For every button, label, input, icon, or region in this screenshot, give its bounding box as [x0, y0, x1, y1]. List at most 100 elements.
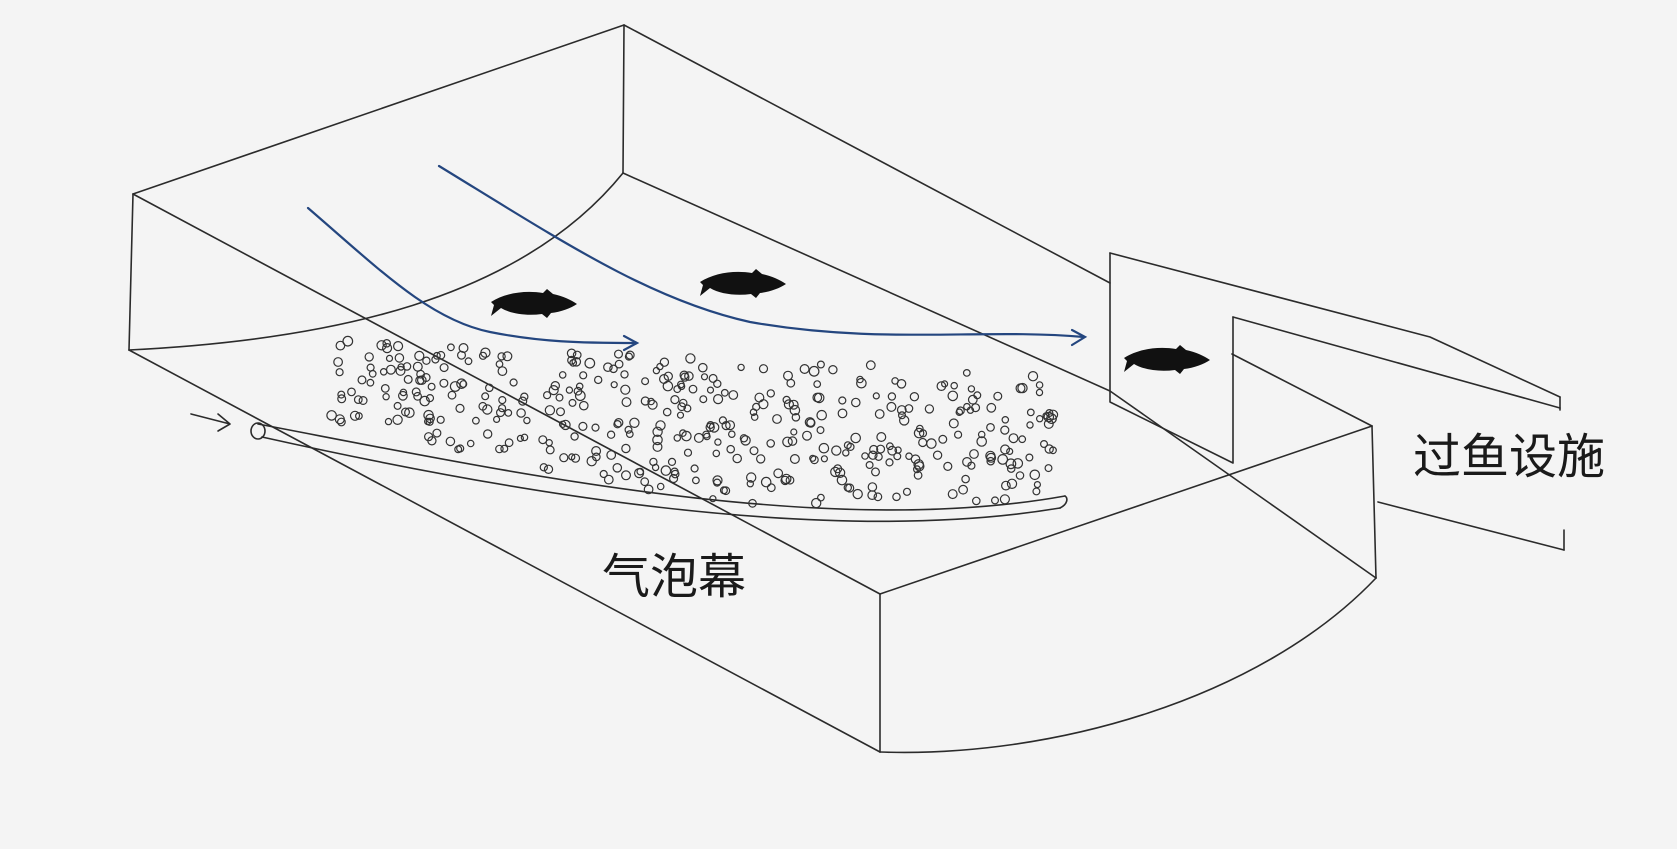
bubble: [353, 395, 363, 405]
air-pipe-upper: [257, 423, 1066, 511]
bubble: [647, 399, 658, 410]
bubble: [813, 380, 822, 389]
bubble: [560, 419, 571, 431]
fish-icon: [700, 269, 786, 298]
bubble: [558, 371, 567, 379]
bubble: [613, 349, 623, 359]
box-left-post: [128, 193, 134, 351]
bubble: [673, 434, 682, 442]
bubble: [816, 426, 825, 435]
bubble: [449, 381, 461, 392]
bubble: [679, 429, 687, 437]
bubble: [415, 375, 425, 385]
bubble: [904, 404, 914, 413]
bubble: [708, 373, 718, 383]
bubble: [431, 355, 440, 364]
bubble: [652, 441, 663, 452]
bubble: [1035, 415, 1044, 423]
bubble: [496, 408, 506, 418]
bubble: [445, 436, 456, 447]
bubble-curtain-label: 气泡幕: [602, 549, 747, 605]
bubble: [756, 454, 766, 464]
bubble: [656, 482, 665, 491]
bubble: [500, 444, 509, 453]
air-pipe-lower: [261, 436, 1061, 523]
bubble: [787, 436, 798, 446]
bubble: [621, 397, 632, 408]
bubble: [591, 423, 600, 432]
bubble: [478, 401, 488, 411]
bubble: [368, 369, 377, 378]
box-front-top-edge: [132, 193, 881, 595]
bubble: [606, 430, 616, 439]
bubble: [816, 360, 825, 369]
bubble: [728, 390, 739, 400]
bubble: [481, 392, 490, 401]
bubble: [504, 409, 513, 417]
bubble: [727, 430, 736, 439]
bubble: [384, 417, 393, 426]
bubble: [504, 438, 514, 448]
bubble: [926, 438, 937, 449]
bubble: [746, 472, 757, 483]
bubble: [439, 363, 449, 373]
bubble: [834, 467, 846, 478]
bubble: [893, 452, 902, 461]
bubble: [402, 362, 412, 371]
bubble: [643, 484, 654, 495]
bubble: [647, 397, 655, 406]
bubble: [828, 365, 838, 375]
bubble: [726, 444, 736, 454]
air-pipe-opening: [250, 422, 266, 440]
bubble: [603, 362, 613, 372]
bubble: [545, 445, 555, 455]
bubble: [680, 372, 690, 382]
bubble: [455, 403, 465, 413]
bubble: [591, 452, 601, 462]
bubble: [497, 352, 506, 361]
bubble: [808, 365, 820, 377]
bubble: [578, 421, 588, 431]
bubble: [850, 397, 861, 408]
bubble: [940, 380, 949, 388]
bubble: [913, 459, 924, 470]
air-pipe: [190, 413, 1068, 523]
bubble: [867, 490, 878, 501]
bubble: [520, 392, 529, 401]
bubble: [845, 483, 855, 493]
bubble: [382, 343, 393, 354]
bubble: [464, 357, 473, 366]
bubble: [999, 494, 1011, 505]
bubble: [398, 390, 408, 401]
bubble: [478, 351, 488, 360]
flow-arrow-head: [622, 334, 640, 352]
bubble: [677, 402, 687, 412]
bubble: [740, 435, 751, 446]
bubble: [801, 430, 812, 441]
bubble: [816, 409, 827, 421]
bubble: [865, 360, 876, 371]
bubble: [358, 396, 368, 406]
bubble: [810, 455, 819, 465]
bubble: [958, 484, 968, 495]
bubble: [422, 356, 431, 365]
bubble: [393, 341, 404, 352]
bubble: [678, 398, 688, 408]
passage-floor-edge: [1377, 501, 1565, 551]
bubble: [578, 400, 589, 411]
bubble: [570, 453, 581, 463]
bubble: [633, 468, 645, 479]
bubble: [938, 434, 948, 444]
bubble: [699, 395, 708, 404]
bubble: [624, 352, 634, 361]
bubble: [458, 343, 469, 354]
bubble: [1033, 481, 1042, 489]
bubble: [782, 370, 793, 381]
bubble: [385, 354, 394, 362]
fish-passage-channel: [1109, 252, 1565, 551]
bubble: [573, 386, 583, 396]
bubble: [874, 452, 883, 461]
bubble: [575, 382, 584, 391]
bubble: [559, 453, 569, 463]
